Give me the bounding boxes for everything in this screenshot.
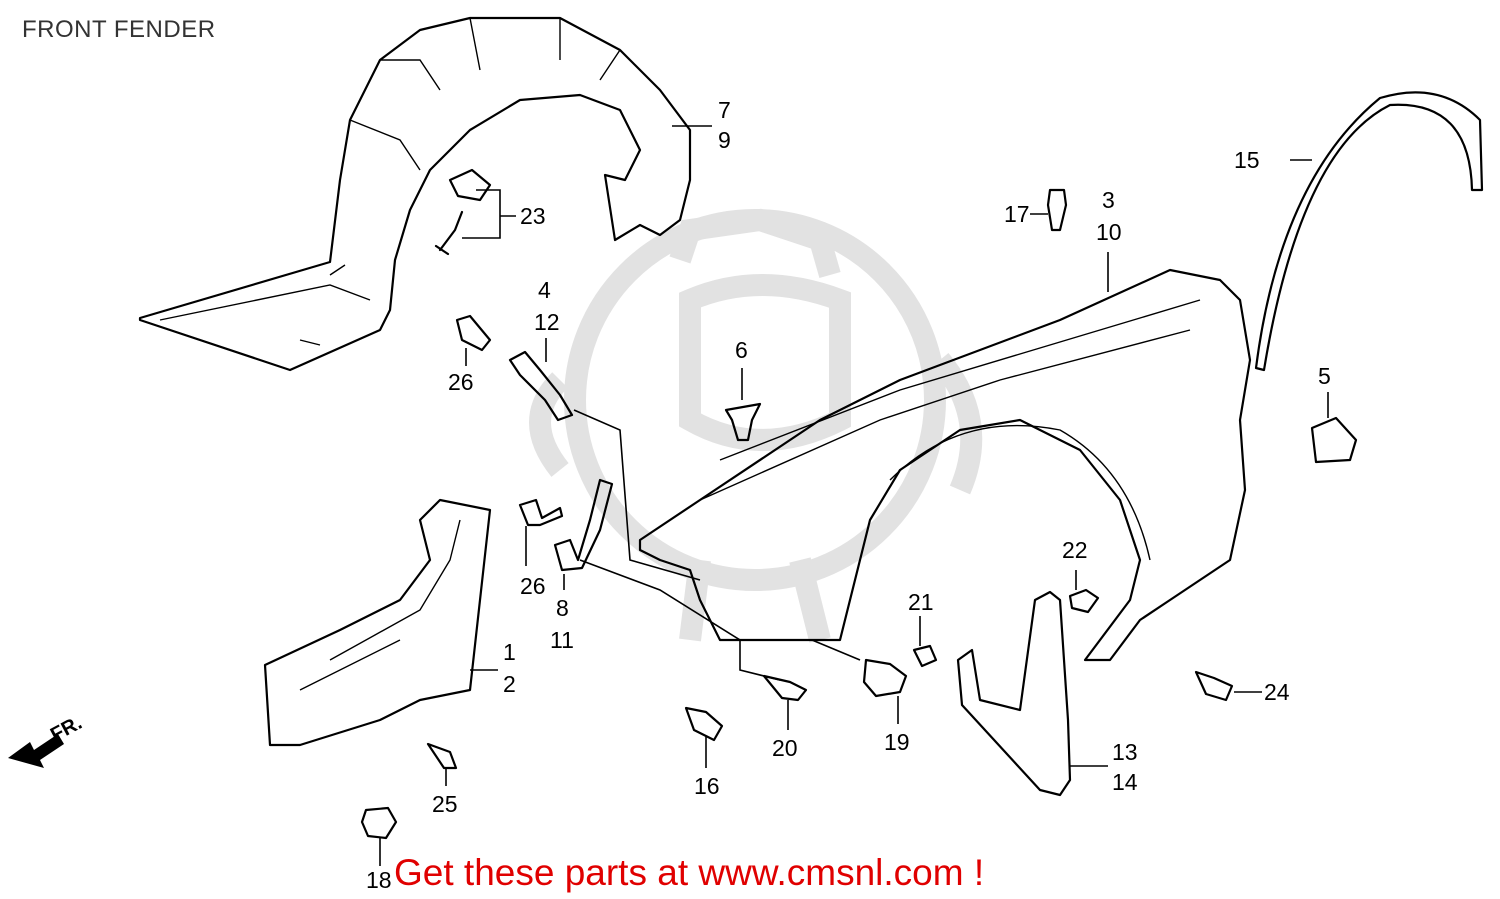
label-20: 20 bbox=[772, 735, 798, 761]
label-26-upper: 26 bbox=[448, 369, 474, 395]
label-16: 16 bbox=[694, 773, 720, 799]
bolt-20[interactable] bbox=[762, 674, 808, 702]
label-18: 18 bbox=[366, 867, 392, 893]
label-15: 15 bbox=[1234, 147, 1260, 173]
nut-18[interactable] bbox=[360, 806, 398, 840]
bolt-22[interactable] bbox=[1068, 588, 1100, 614]
label-13: 13 bbox=[1112, 739, 1138, 765]
label-24: 24 bbox=[1264, 679, 1290, 705]
label-23: 23 bbox=[520, 203, 546, 229]
bracket-4[interactable] bbox=[508, 350, 574, 422]
bolt-24[interactable] bbox=[1194, 670, 1234, 702]
label-21: 21 bbox=[908, 589, 934, 615]
label-9: 9 bbox=[718, 127, 731, 153]
label-10: 10 bbox=[1096, 219, 1122, 245]
label-26-lower: 26 bbox=[520, 573, 546, 599]
label-1: 1 bbox=[503, 639, 516, 665]
label-22: 22 bbox=[1062, 537, 1088, 563]
clip-23[interactable] bbox=[434, 168, 492, 256]
label-5: 5 bbox=[1318, 363, 1331, 389]
label-4: 4 bbox=[538, 277, 551, 303]
inner-fender-liner[interactable] bbox=[138, 16, 692, 372]
bolt-16[interactable] bbox=[684, 706, 724, 742]
footer-link-text[interactable]: Get these parts at www.cmsnl.com ! bbox=[394, 852, 985, 893]
clip-19[interactable] bbox=[862, 658, 908, 698]
front-direction-arrow: FR. bbox=[8, 712, 86, 768]
part-number-labels: 7 9 23 17 3 10 15 4 12 6 5 26 26 8 11 1 … bbox=[366, 97, 1331, 893]
clip-25[interactable] bbox=[426, 742, 458, 770]
mud-flap[interactable] bbox=[956, 590, 1072, 797]
label-12: 12 bbox=[534, 309, 560, 335]
clip-5[interactable] bbox=[1310, 416, 1358, 464]
label-19: 19 bbox=[884, 729, 910, 755]
front-fender[interactable] bbox=[638, 268, 1252, 662]
watermark-logo bbox=[529, 208, 983, 643]
label-25: 25 bbox=[432, 791, 458, 817]
splash-shield[interactable] bbox=[263, 498, 492, 747]
leader-lines bbox=[379, 125, 1329, 866]
label-8: 8 bbox=[556, 595, 569, 621]
bolt-21[interactable] bbox=[912, 644, 938, 668]
label-11: 11 bbox=[550, 627, 574, 653]
label-6: 6 bbox=[735, 337, 748, 363]
diagram-title: FRONT FENDER bbox=[22, 16, 216, 43]
label-14: 14 bbox=[1112, 769, 1138, 795]
label-17: 17 bbox=[1004, 201, 1030, 227]
label-3: 3 bbox=[1102, 187, 1115, 213]
label-7: 7 bbox=[718, 97, 731, 123]
bolt-26-lower[interactable] bbox=[518, 498, 564, 527]
bolt-26-upper[interactable] bbox=[455, 314, 492, 352]
bolt-6[interactable] bbox=[724, 402, 762, 442]
label-2: 2 bbox=[503, 671, 516, 697]
wheel-arch-molding[interactable] bbox=[1254, 91, 1484, 372]
bracket-8[interactable] bbox=[553, 478, 614, 572]
bolt-17[interactable] bbox=[1046, 188, 1068, 232]
